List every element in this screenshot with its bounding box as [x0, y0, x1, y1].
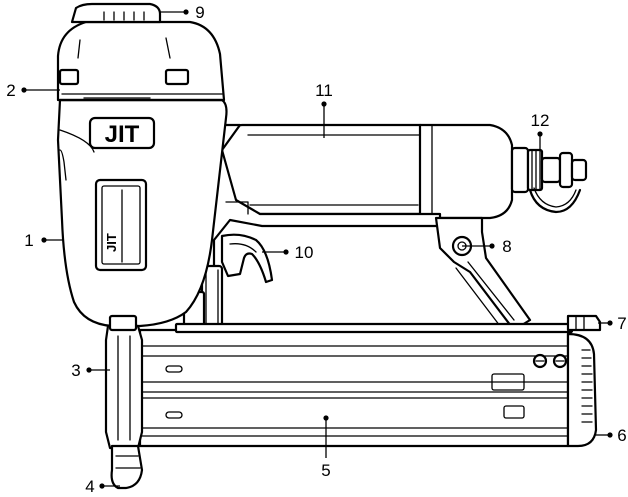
brand-logo: JIT [88, 116, 156, 150]
callout-10: 10 [262, 243, 313, 262]
callout-label-11: 11 [315, 81, 333, 100]
magazine-end-cap [566, 332, 598, 448]
callout-8: 8 [462, 237, 512, 256]
callout-4: 4 [85, 477, 120, 496]
callout-label-8: 8 [502, 237, 511, 256]
callout-label-2: 2 [6, 81, 15, 100]
callout-9: 9 [160, 3, 205, 22]
exhaust-deflector [70, 2, 162, 24]
callout-3: 3 [71, 361, 110, 380]
air-connector [526, 148, 588, 214]
top-cap [56, 20, 226, 102]
callout-label-6: 6 [617, 426, 626, 445]
brand-logo-text: JIT [105, 121, 140, 148]
callout-5: 5 [321, 415, 331, 480]
callout-7: 7 [598, 314, 627, 333]
callout-label-10: 10 [295, 243, 314, 262]
callout-label-7: 7 [617, 314, 626, 333]
magazine-release-latch [566, 314, 602, 332]
side-label-text: JIT [104, 233, 119, 252]
callout-11: 11 [315, 81, 333, 138]
callout-label-9: 9 [195, 3, 204, 22]
rear-bracket [434, 216, 532, 332]
no-mar-tip [110, 444, 144, 490]
callout-2: 2 [6, 81, 60, 100]
magazine-top-rail [174, 322, 574, 334]
callout-1: 1 [24, 231, 64, 250]
callout-label-5: 5 [321, 461, 330, 480]
callout-label-1: 1 [24, 231, 33, 250]
callout-label-3: 3 [71, 361, 80, 380]
handle-grip [220, 123, 434, 216]
air-inlet-housing [418, 123, 530, 220]
nose-drive-channel [104, 314, 144, 450]
callout-label-12: 12 [531, 111, 550, 130]
callout-6: 6 [594, 426, 627, 445]
magazine [138, 328, 570, 448]
trigger [220, 233, 274, 284]
side-label-window: JIT [94, 178, 148, 272]
callout-12: 12 [531, 111, 550, 150]
callout-label-4: 4 [85, 477, 94, 496]
